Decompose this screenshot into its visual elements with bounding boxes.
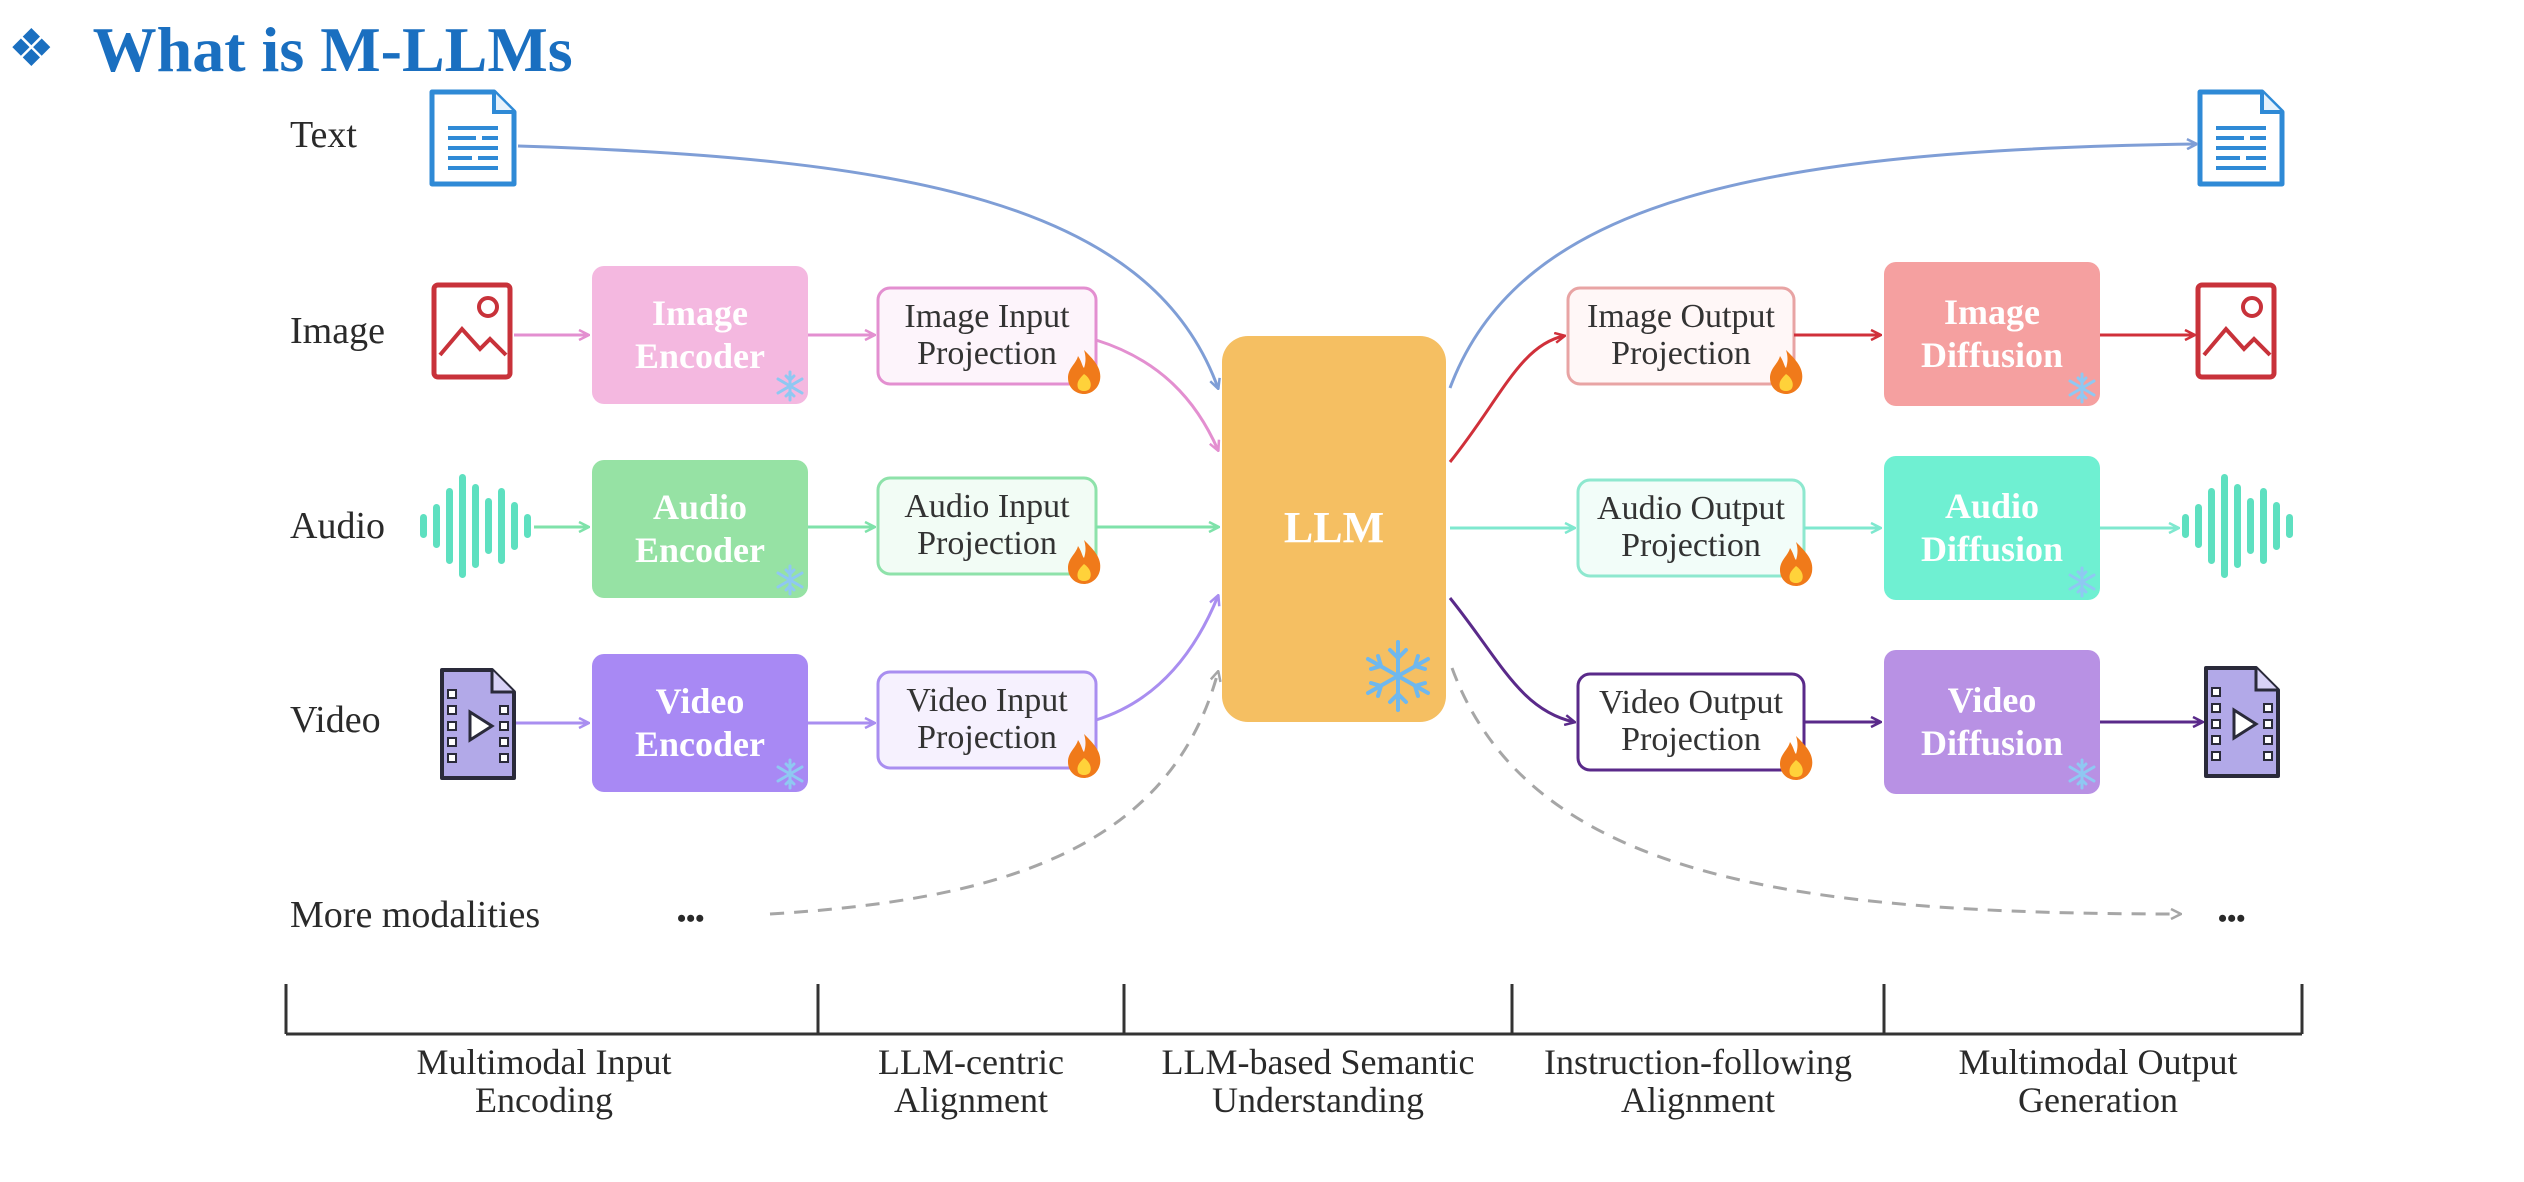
image-output-projection-line2: Projection bbox=[1611, 335, 1751, 372]
more-modalities-to-llm-arrow bbox=[769, 672, 1218, 916]
stage-label-instruction-following-line1: Instruction-following bbox=[1544, 1042, 1852, 1082]
audio-diffusion-box bbox=[1884, 456, 2100, 600]
llm-to-text-output-arrow bbox=[1448, 144, 2196, 389]
video-input-projection-line1: Video Input bbox=[906, 682, 1068, 719]
llm-to-video-output-projection-arrow bbox=[1448, 597, 1574, 722]
stage-label-multimodal-input-line1: Multimodal Input bbox=[417, 1042, 672, 1082]
video-output-projection-line1: Video Output bbox=[1599, 684, 1784, 721]
audio-output-projection-line2: Projection bbox=[1621, 527, 1761, 564]
slide-title-bar: ❖ What is M-LLMs bbox=[8, 10, 573, 90]
audio-waveform-output-icon bbox=[2182, 474, 2293, 578]
stage-label-multimodal-input-line2: Encoding bbox=[475, 1080, 613, 1120]
text-document-output-icon bbox=[2200, 92, 2282, 184]
output-more-ellipsis: ••• bbox=[2218, 904, 2245, 933]
llm-to-image-output-projection-arrow bbox=[1448, 336, 1564, 463]
audio-encoder-box bbox=[592, 460, 808, 598]
image-diffusion-box bbox=[1884, 262, 2100, 406]
image-input-icon bbox=[434, 285, 510, 377]
image-output-projection-line1: Image Output bbox=[1587, 298, 1775, 335]
image-input-projection-line2: Projection bbox=[917, 335, 1057, 372]
stage-label-llm-centric-line1: LLM-centric bbox=[878, 1042, 1064, 1082]
audio-output-projection-line1: Audio Output bbox=[1597, 490, 1786, 527]
image-input-projection-box bbox=[876, 286, 1098, 386]
stage-label-multimodal-output-line1: Multimodal Output bbox=[1959, 1042, 2238, 1082]
audio-encoder-line1: Audio bbox=[653, 487, 747, 527]
image-diffusion-line1: Image bbox=[1944, 292, 2040, 332]
audio-input-projection-line1: Audio Input bbox=[904, 488, 1070, 525]
stage-label-llm-centric-line2: Alignment bbox=[894, 1080, 1048, 1120]
audio-encoder-line2: Encoder bbox=[635, 530, 765, 570]
video-file-input-icon bbox=[440, 668, 516, 780]
stage-label-semantic-understanding-line1: LLM-based Semantic bbox=[1162, 1042, 1475, 1082]
row-label-image: Image bbox=[290, 310, 385, 352]
video-diffusion-box bbox=[1884, 650, 2100, 794]
image-projection-to-llm-arrow bbox=[1095, 338, 1218, 450]
audio-input-projection-line2: Projection bbox=[917, 525, 1057, 562]
image-encoder-line2: Encoder bbox=[635, 336, 765, 376]
video-encoder-line2: Encoder bbox=[635, 724, 765, 764]
audio-diffusion-line2: Diffusion bbox=[1921, 529, 2063, 569]
row-label-text: Text bbox=[290, 114, 357, 156]
stage-label-semantic-understanding-line2: Understanding bbox=[1212, 1080, 1424, 1120]
image-encoder-box bbox=[592, 266, 808, 404]
video-projection-to-llm-arrow bbox=[1095, 596, 1218, 722]
text-to-llm-arrow bbox=[517, 144, 1218, 388]
llm-label: LLM bbox=[1284, 503, 1384, 552]
llm-to-more-outputs-arrow bbox=[1450, 667, 2180, 914]
row-label-audio: Audio bbox=[290, 505, 385, 547]
audio-diffusion-line1: Audio bbox=[1945, 486, 2039, 526]
stage-label-instruction-following-line2: Alignment bbox=[1621, 1080, 1775, 1120]
llm-block bbox=[1222, 336, 1446, 722]
slide-title: What is M-LLMs bbox=[92, 14, 573, 85]
image-input-projection-line1: Image Input bbox=[904, 298, 1070, 335]
stage-label-multimodal-output-line2: Generation bbox=[2018, 1080, 2178, 1120]
stage-bracket bbox=[284, 984, 2304, 1036]
video-output-projection-line2: Projection bbox=[1621, 721, 1761, 758]
video-diffusion-line2: Diffusion bbox=[1921, 723, 2063, 763]
diamond-bullet-icon: ❖ bbox=[8, 21, 55, 78]
input-more-ellipsis: ••• bbox=[677, 904, 704, 933]
video-diffusion-line1: Video bbox=[1948, 680, 2037, 720]
text-document-icon bbox=[432, 92, 514, 184]
row-label-video: Video bbox=[290, 699, 381, 741]
video-encoder-box bbox=[592, 654, 808, 792]
video-input-projection-line2: Projection bbox=[917, 719, 1057, 756]
video-encoder-line1: Video bbox=[656, 681, 745, 721]
image-output-icon bbox=[2198, 285, 2274, 377]
image-encoder-line1: Image bbox=[652, 293, 748, 333]
video-file-output-icon bbox=[2204, 666, 2280, 778]
row-label-more-modalities: More modalities bbox=[290, 894, 540, 936]
image-diffusion-line2: Diffusion bbox=[1921, 335, 2063, 375]
audio-waveform-input-icon bbox=[420, 474, 531, 578]
